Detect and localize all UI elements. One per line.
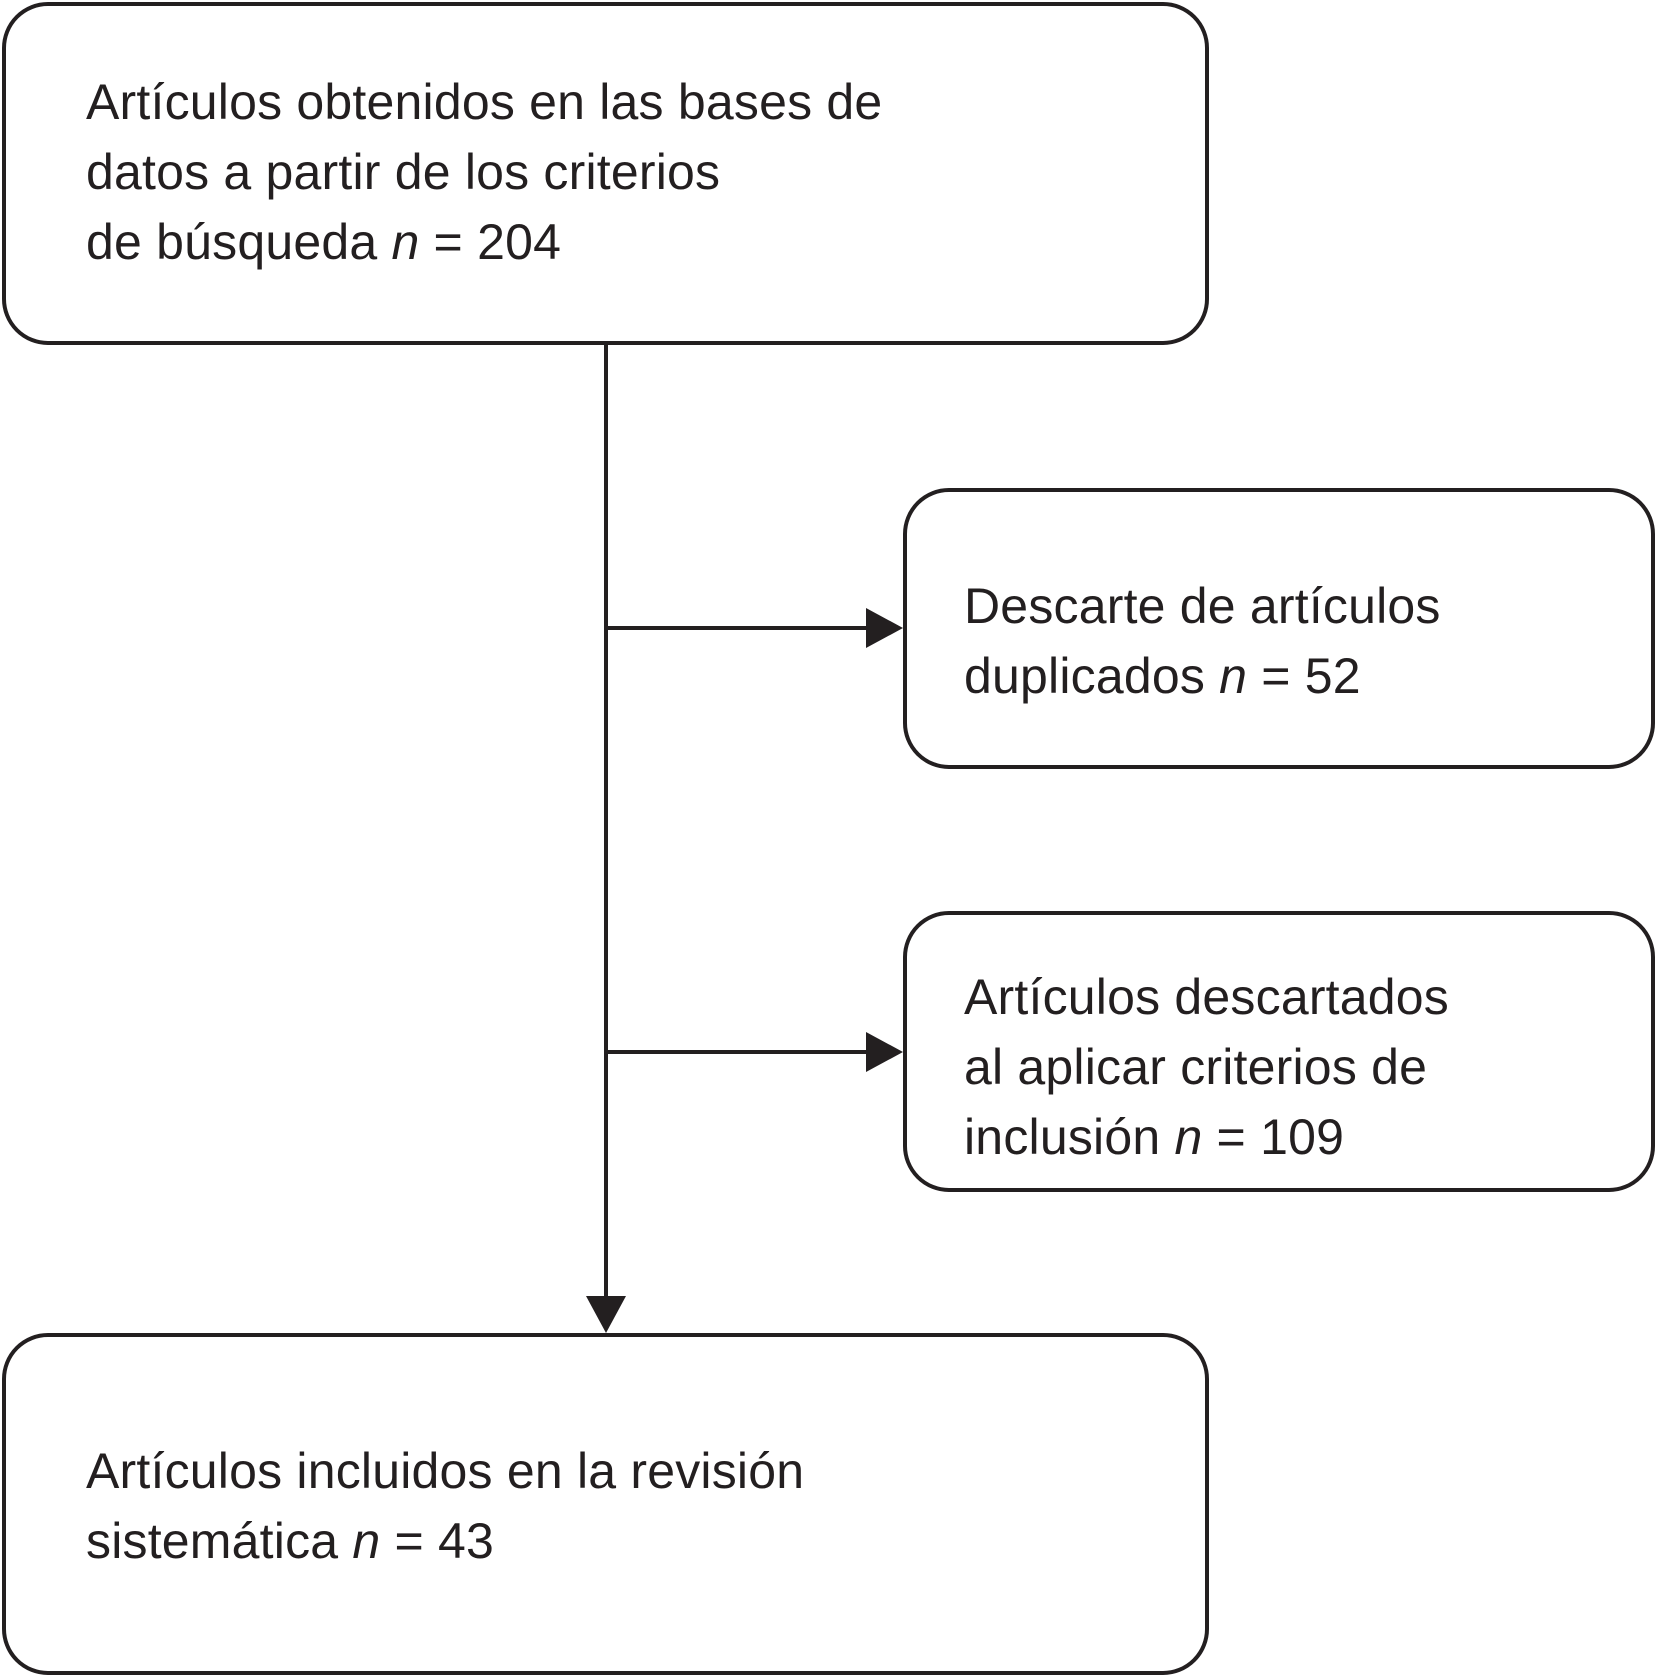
excluded-line-3: inclusión n = 109 [964, 1102, 1449, 1172]
duplicates-line-1: Descarte de artículos [964, 578, 1441, 634]
excluded-line-1: Artículos descartados [964, 969, 1449, 1025]
equals-sign: = [419, 214, 478, 270]
search-results-line-2: datos a partir de los criterios [86, 144, 721, 200]
excluded-text: Artículos descartados al aplicar criteri… [964, 962, 1449, 1172]
included-label: sistemática [86, 1513, 353, 1569]
included-line-1: Artículos incluidos en la revisión [86, 1443, 805, 1499]
included-count: 43 [437, 1513, 494, 1569]
n-symbol: n [391, 214, 420, 270]
equals-sign: = [1202, 1109, 1261, 1165]
n-symbol: n [1219, 648, 1248, 704]
equals-sign: = [380, 1513, 438, 1569]
n-symbol: n [352, 1513, 381, 1569]
included-line-2: sistemática n = 43 [86, 1506, 804, 1576]
search-results-line-3: de búsqueda n = 204 [86, 207, 882, 277]
included-box: Artículos incluidos en la revisión siste… [2, 1333, 1209, 1675]
arrowhead-right-to-duplicates [866, 608, 903, 648]
search-results-count: 204 [477, 214, 562, 270]
excluded-label: inclusión [964, 1109, 1175, 1165]
excluded-box: Artículos descartados al aplicar criteri… [903, 911, 1655, 1192]
equals-sign: = [1247, 648, 1305, 704]
search-results-label: de búsqueda [86, 214, 392, 270]
excluded-count: 109 [1260, 1109, 1345, 1165]
duplicates-line-2: duplicados n = 52 [964, 641, 1441, 711]
search-results-box: Artículos obtenidos en las bases de dato… [2, 2, 1209, 345]
search-results-line-1: Artículos obtenidos en las bases de [86, 74, 883, 130]
excluded-line-2: al aplicar criterios de [964, 1039, 1428, 1095]
n-symbol: n [1174, 1109, 1203, 1165]
arrowhead-down-to-included [586, 1296, 626, 1333]
duplicates-text: Descarte de artículos duplicados n = 52 [964, 571, 1441, 711]
included-text: Artículos incluidos en la revisión siste… [86, 1436, 804, 1576]
duplicates-label: duplicados [964, 648, 1220, 704]
search-results-text: Artículos obtenidos en las bases de dato… [86, 67, 882, 277]
arrowhead-right-to-excluded [866, 1032, 903, 1072]
duplicates-count: 52 [1304, 648, 1361, 704]
duplicates-box: Descarte de artículos duplicados n = 52 [903, 488, 1655, 769]
